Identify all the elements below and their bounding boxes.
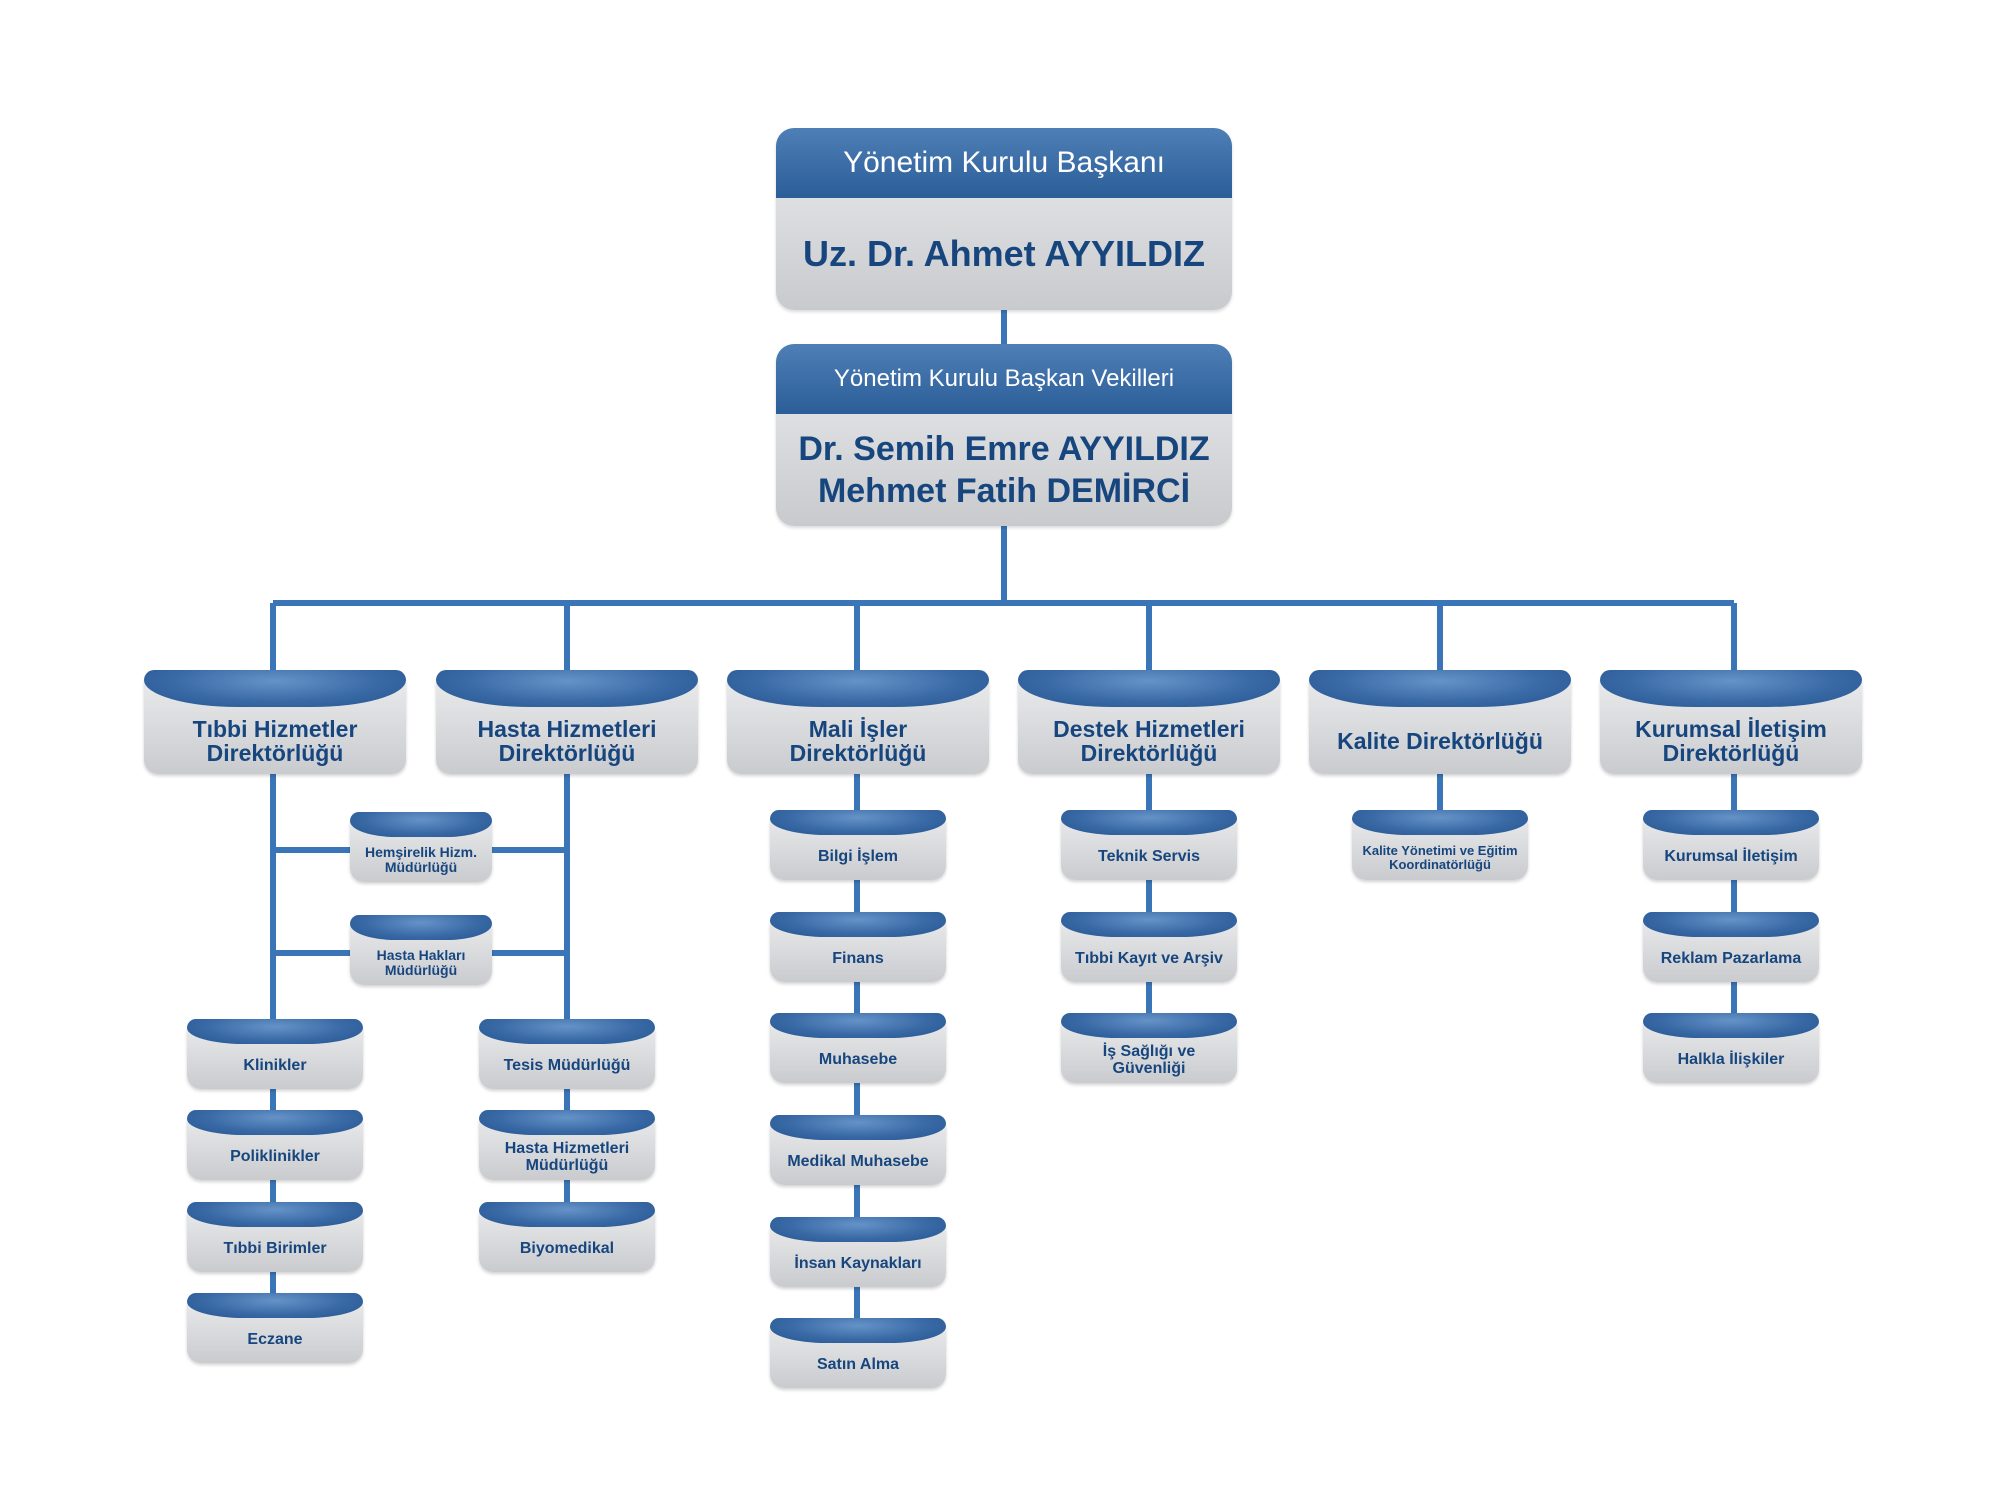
unit-hemsirelik: Hemşirelik Hizm. Müdürlüğü [350, 812, 492, 882]
unit-medikal-muhasebe: Medikal Muhasebe [770, 1115, 946, 1185]
directorate-kalite: Kalite Direktörlüğü [1309, 670, 1571, 774]
directorate-label-line: Direktörlüğü [1080, 739, 1218, 766]
unit-is-sagligi: İş Sağlığı ve Güvenliği [1061, 1013, 1237, 1083]
vice-chair-name: Dr. Semih Emre AYYILDIZ [798, 429, 1210, 468]
directorate-label-line: Hasta Hizmetleri [477, 715, 657, 742]
unit-poliklinikler: Poliklinikler [187, 1110, 363, 1180]
directorate-label-line: Direktörlüğü [789, 739, 927, 766]
unit-biyomedikal: Biyomedikal [479, 1202, 655, 1272]
vice-chair-name: Mehmet Fatih DEMİRCİ [817, 472, 1191, 510]
vice-chairs-title: Yönetim Kurulu Başkan Vekilleri [776, 344, 1232, 414]
directorate-label-line: Direktörlüğü [206, 739, 344, 766]
unit-insan-kaynaklari: İnsan Kaynakları [770, 1217, 946, 1287]
directorate-label-line: Kurumsal İletişim [1635, 715, 1827, 742]
unit-teknik-servis: Teknik Servis [1061, 810, 1237, 880]
chairman-title: Yönetim Kurulu Başkanı [776, 128, 1232, 198]
directorate-label-line: Destek Hizmetleri [1053, 715, 1245, 742]
directorate-label-line: Tıbbi Hizmetler [192, 715, 358, 742]
unit-klinikler: Klinikler [187, 1019, 363, 1089]
unit-hasta-hizmetleri-mudurlugu: Hasta Hizmetleri Müdürlüğü [479, 1110, 655, 1180]
directorate-label-line: Direktörlüğü [498, 739, 636, 766]
directorate-label-line: Direktörlüğü [1662, 739, 1800, 766]
directorate-label-line: Kalite Direktörlüğü [1337, 727, 1543, 754]
unit-bilgi-islem: Bilgi İşlem [770, 810, 946, 880]
unit-kurumsal-iletisim: Kurumsal İletişim [1643, 810, 1819, 880]
unit-satin-alma: Satın Alma [770, 1318, 946, 1388]
unit-tesis-mudurlugu: Tesis Müdürlüğü [479, 1019, 655, 1089]
unit-eczane: Eczane [187, 1293, 363, 1363]
unit-tibbi-birimler: Tıbbi Birimler [187, 1202, 363, 1272]
directorate-label-line: Mali İşler [808, 715, 908, 742]
vice-chairs-box: Yönetim Kurulu Başkan Vekilleri Dr. Semi… [776, 344, 1232, 526]
unit-finans: Finans [770, 912, 946, 982]
unit-kalite-yonetimi: Kalite Yönetimi ve Eğitim Koordinatörlüğ… [1352, 810, 1528, 880]
chairman-box: Yönetim Kurulu Başkanı Uz. Dr. Ahmet AYY… [776, 128, 1232, 310]
unit-hasta-haklari: Hasta Hakları Müdürlüğü [350, 915, 492, 985]
unit-halkla-iliskiler: Halkla İlişkiler [1643, 1013, 1819, 1083]
unit-reklam-pazarlama: Reklam Pazarlama [1643, 912, 1819, 982]
unit-tibbi-kayit-arsiv: Tıbbi Kayıt ve Arşiv [1061, 912, 1237, 982]
chairman-name: Uz. Dr. Ahmet AYYILDIZ [802, 233, 1206, 274]
unit-muhasebe: Muhasebe [770, 1013, 946, 1083]
